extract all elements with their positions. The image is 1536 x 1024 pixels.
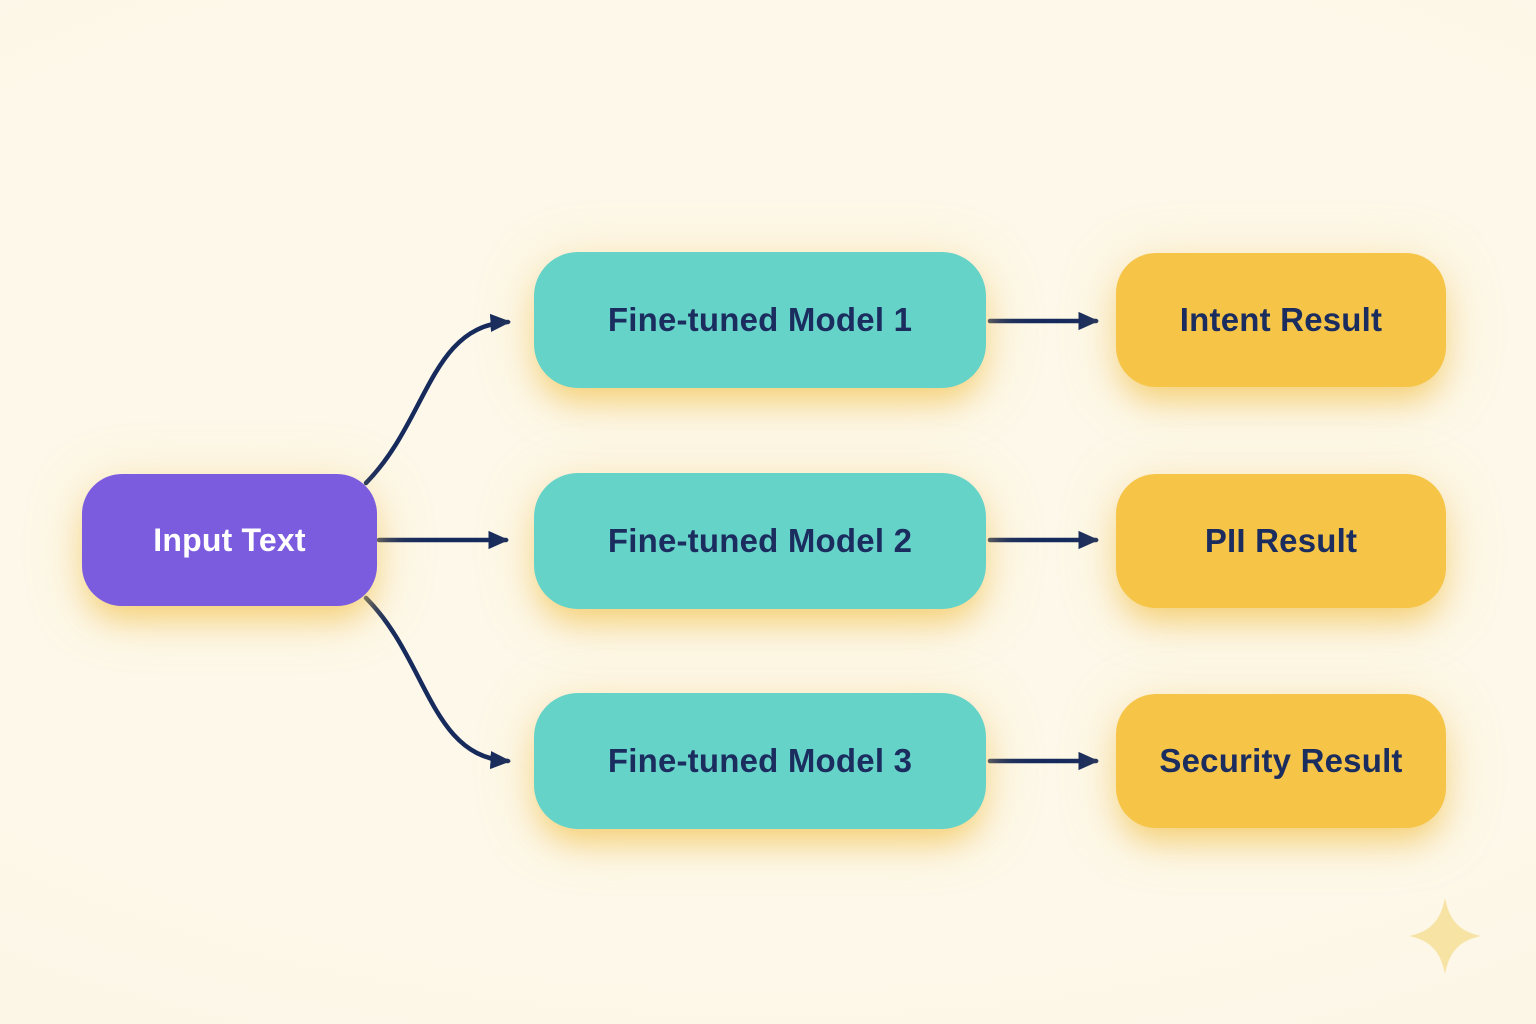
node-pii-result-label: PII Result (1204, 522, 1358, 559)
arrow-input-to-model-3 (363, 595, 512, 770)
node-fine-tuned-model-3: Fine-tuned Model 3 (534, 693, 986, 829)
node-security-result: Security Result (1116, 694, 1446, 828)
node-fine-tuned-model-1-label: Fine-tuned Model 1 (607, 301, 913, 338)
node-input-text-label: Input Text (153, 521, 306, 558)
node-fine-tuned-model-2-label: Fine-tuned Model 2 (607, 522, 913, 559)
node-pii-result: PII Result (1116, 474, 1446, 608)
node-intent-result: Intent Result (1116, 253, 1446, 387)
node-fine-tuned-model-2: Fine-tuned Model 2 (534, 473, 986, 609)
node-intent-result-label: Intent Result (1179, 301, 1383, 338)
node-security-result-label: Security Result (1159, 742, 1403, 779)
node-input-text: Input Text (82, 474, 377, 606)
sparkle-icon (1409, 898, 1481, 974)
arrow-input-to-model-1 (363, 313, 512, 486)
node-fine-tuned-model-1: Fine-tuned Model 1 (534, 252, 986, 388)
node-fine-tuned-model-3-label: Fine-tuned Model 3 (607, 742, 913, 779)
